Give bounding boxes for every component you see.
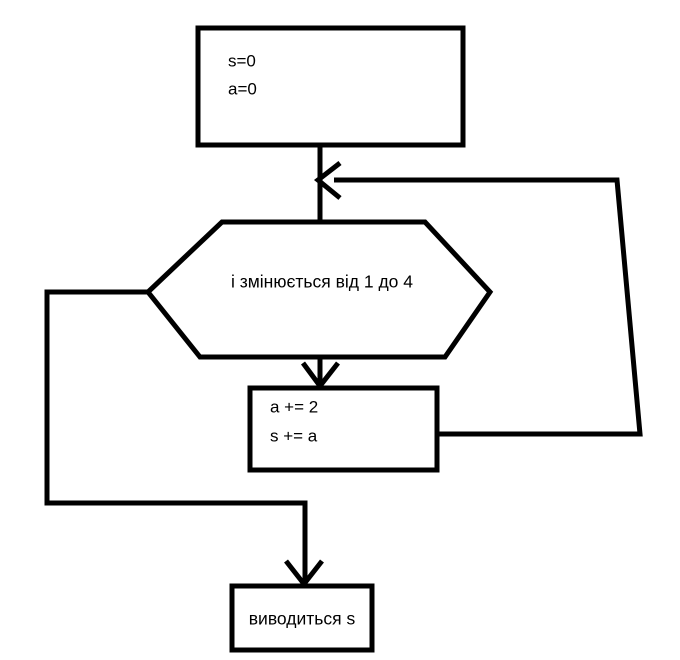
node-loop-hexagon[interactable] — [144, 219, 494, 360]
node-body-box[interactable] — [247, 385, 440, 473]
connector-loop-exit-to-output — [44, 289, 308, 586]
arrowhead-feedback-into-spine — [313, 161, 342, 200]
node-body-line2: s += a — [270, 426, 318, 445]
node-init-box[interactable] — [195, 25, 466, 148]
node-init-line1: s=0 — [228, 51, 256, 70]
node-output-label: виводиться s — [249, 609, 356, 629]
node-body-line1: a += 2 — [270, 397, 318, 416]
node-init-line2: a=0 — [228, 79, 257, 98]
connector-body-feedback-to-loop — [334, 177, 643, 437]
node-output-box[interactable] — [229, 583, 375, 653]
node-loop-label: і змінюється від 1 до 4 — [231, 272, 413, 292]
